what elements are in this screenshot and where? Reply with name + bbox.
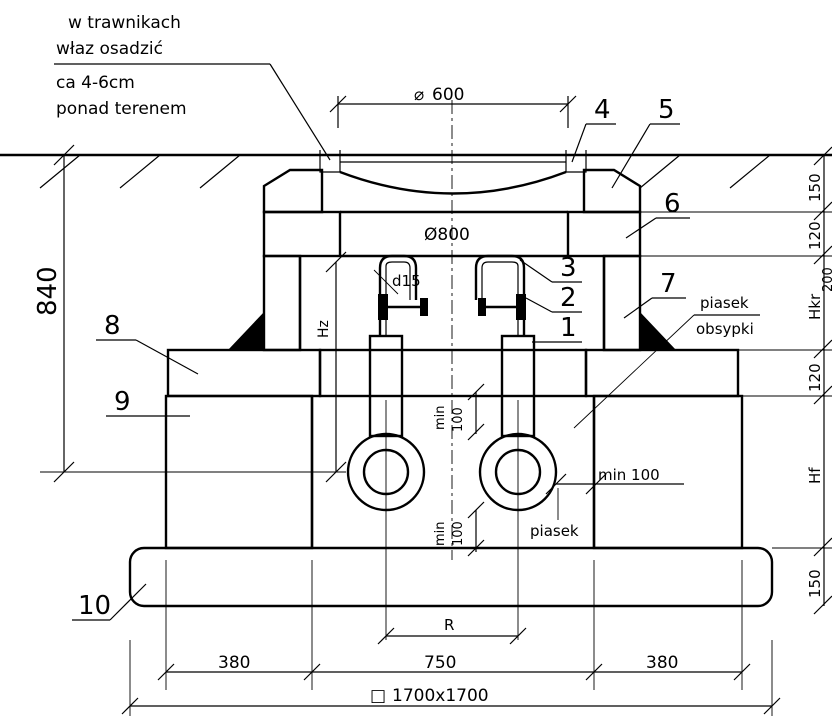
note-lawn: w trawnikach właz osadzić ca 4-6cm ponad…	[54, 13, 331, 161]
width-380-left: 380	[218, 653, 250, 673]
dim-hkr: Hkr	[806, 293, 824, 320]
dim-r-label: R	[444, 616, 454, 634]
sand-backfill-1: piasek	[700, 294, 749, 312]
min100-side-label: min 100	[598, 466, 660, 484]
callouts: 4 5 6 7 3 2 1 8 9 10	[72, 95, 690, 621]
base-slab	[128, 546, 774, 608]
dim-150-bottom: 150	[806, 569, 824, 598]
callout-6: 6	[664, 189, 681, 219]
dim-hz-label: Hz	[316, 320, 332, 338]
callout-10: 10	[78, 591, 111, 621]
callout-5: 5	[658, 95, 675, 125]
dimension-min100-bottom: min 100	[433, 501, 485, 557]
dimension-right-stack: 150 120 200 Hkr 120 Hf 150	[640, 146, 832, 615]
base-size-label: 1700x1700	[392, 686, 489, 706]
note-line-1: w trawnikach	[68, 13, 181, 33]
callout-3: 3	[560, 253, 577, 283]
width-750: 750	[424, 653, 456, 673]
callout-7: 7	[660, 269, 677, 299]
valve-assembly-right	[474, 254, 526, 336]
cover-slab	[166, 348, 740, 398]
width-380-right: 380	[646, 653, 678, 673]
callout-1: 1	[560, 313, 577, 343]
dim-600-label: 600	[432, 85, 464, 105]
dimension-r: R	[377, 616, 527, 645]
diameter-symbol-600: ⌀	[414, 85, 424, 105]
dim-800-label: Ø800	[424, 225, 470, 245]
dim-200: 200	[821, 267, 832, 292]
fillet-right	[640, 312, 676, 350]
dim-840-label: 840	[33, 266, 63, 316]
callout-4: 4	[594, 95, 611, 125]
note-sand-backfill: piasek obsypki	[573, 294, 760, 429]
min100-bottom-text: min	[433, 521, 448, 546]
dim-150-top: 150	[806, 173, 824, 202]
dim-d15-label: d15	[392, 272, 421, 290]
dim-hf: Hf	[806, 467, 824, 484]
callout-8: 8	[104, 311, 121, 341]
valve-assembly-left	[378, 254, 428, 336]
min100-top-text: min	[433, 405, 448, 430]
dimension-min100-side: min 100 piasek	[530, 466, 684, 540]
fillet-left	[228, 312, 264, 350]
dimension-hz: Hz	[316, 251, 347, 483]
dimension-600: ⌀ 600	[329, 85, 577, 128]
sand-label: piasek	[530, 522, 579, 540]
square-symbol: □	[370, 686, 386, 706]
callout-2: 2	[560, 283, 577, 313]
dimension-840: 840	[33, 144, 346, 483]
dim-120-a: 120	[806, 221, 824, 250]
note-line-4: ponad terenem	[56, 99, 187, 119]
dimension-min100-top: min 100	[433, 383, 485, 441]
manhole-lid	[319, 150, 587, 195]
min100-top-value: 100	[451, 407, 466, 432]
note-line-3: ca 4-6cm	[56, 73, 135, 93]
sand-backfill-2: obsypki	[696, 320, 754, 338]
min100-bottom-value: 100	[451, 521, 466, 546]
dimension-bottom-widths: 380 750 380	[157, 560, 751, 690]
manhole-frame	[262, 168, 642, 214]
note-line-2: właz osadzić	[56, 39, 163, 59]
dim-120-b: 120	[806, 363, 824, 392]
ground-line	[0, 153, 832, 189]
dimension-base-1700: □ 1700x1700	[121, 640, 781, 716]
callout-9: 9	[114, 387, 131, 417]
